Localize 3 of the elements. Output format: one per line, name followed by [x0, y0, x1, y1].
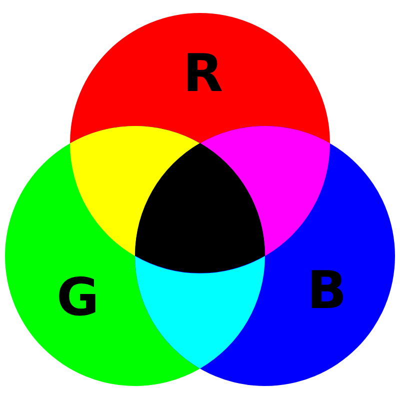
circle-label: B	[307, 264, 347, 317]
circle-label: R	[183, 48, 224, 100]
circle-label: G	[56, 272, 100, 324]
